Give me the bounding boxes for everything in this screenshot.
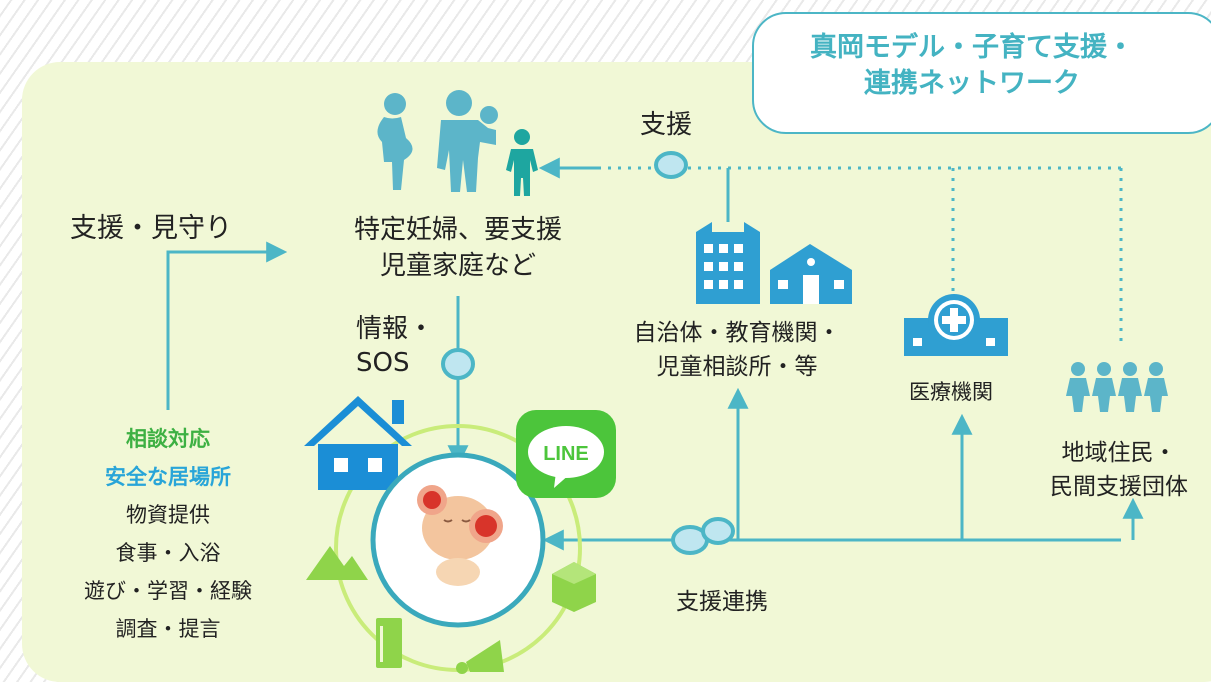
services-list: 相談対応 安全な居場所 物資提供 食事・入浴 遊び・学習・経験 調査・提言: [46, 420, 290, 648]
background-panel: [22, 62, 1211, 682]
support-link-node-b: [701, 517, 735, 545]
title-line-2: 連携ネットワーク: [864, 68, 1080, 99]
target-line-1: 特定妊婦、要支援: [353, 215, 562, 245]
child-icon: [506, 129, 538, 196]
support-link-lines: [542, 387, 1144, 551]
residents-label: 地域住民・ 民間支援団体: [1034, 436, 1204, 504]
government-label: 自治体・教育機関・ 児童相談所・等: [610, 316, 864, 384]
target-line-2: 児童家庭など: [379, 251, 536, 281]
info-line-1: 情報・: [356, 314, 435, 344]
mascot-icon: [417, 485, 503, 586]
dotted-support-lines: [548, 166, 1123, 345]
info-node: [441, 348, 475, 380]
house-icon: [304, 396, 412, 490]
school-windows: [778, 258, 844, 304]
service-consultation: 相談対応: [126, 427, 210, 451]
page-title: 真岡モデル・子育て支援・ 連携ネットワーク: [752, 30, 1192, 102]
hospital-icon: [904, 294, 1008, 356]
building-windows: [704, 244, 743, 289]
target-family-label: 特定妊婦、要支援 児童家庭など: [330, 212, 586, 284]
info-sos-label: 情報・ SOS: [356, 312, 434, 380]
mountain-icon: [306, 546, 368, 580]
service-safe-place: 安全な居場所: [105, 465, 231, 489]
box-icon: [552, 562, 596, 612]
school-icon: [770, 244, 852, 304]
gov-line-2: 児童相談所・等: [656, 354, 818, 380]
support-node: [654, 151, 688, 179]
support-watch-label: 支援・見守り: [70, 213, 232, 244]
residents-line-1: 地域住民・: [1061, 440, 1177, 466]
service-research: 調査・提言: [115, 617, 221, 641]
service-supplies: 物資提供: [126, 503, 210, 527]
title-line-1: 真岡モデル・子育て支援・: [810, 32, 1134, 63]
support-label: 支援: [640, 110, 693, 140]
residents-icon: [1066, 362, 1168, 412]
service-play-learning: 遊び・学習・経験: [84, 579, 252, 603]
info-line-2: SOS: [356, 348, 410, 378]
megaphone-icon: [456, 640, 504, 674]
notebook-icon: [376, 618, 402, 668]
line-bubble-icon: LINE: [528, 426, 604, 488]
support-link-label: 支援連携: [676, 589, 768, 615]
gov-line-1: 自治体・教育機関・: [633, 320, 841, 346]
family-icon: [377, 90, 498, 192]
support-watch-arrow: [166, 241, 288, 410]
line-badge-label: LINE: [543, 443, 589, 465]
title-box: [752, 12, 1211, 134]
service-meals-bath: 食事・入浴: [115, 541, 221, 565]
residents-line-2: 民間支援団体: [1050, 474, 1188, 500]
medical-label: 医療機関: [909, 380, 993, 404]
